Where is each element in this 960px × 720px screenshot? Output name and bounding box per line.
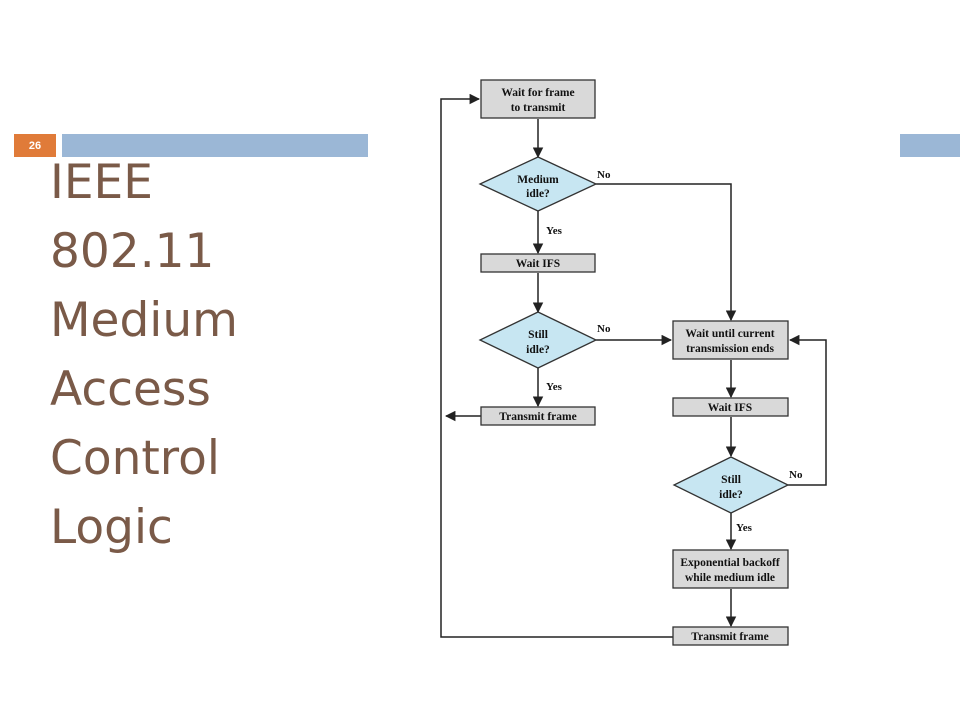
node-label-line: Medium: [517, 174, 559, 186]
decision-still-idle-2: Still idle?: [672, 456, 790, 514]
node-label-line: Exponential backoff: [680, 557, 780, 569]
edge-label-yes: Yes: [736, 522, 753, 534]
edge-label-yes: Yes: [546, 225, 563, 237]
title-line: 802.11: [50, 224, 215, 279]
header-bar-left: [62, 134, 368, 157]
edge-label-no: No: [597, 323, 611, 335]
node-label-line: Transmit frame: [691, 631, 768, 643]
node-label-line: idle?: [526, 344, 550, 356]
node-label-line: transmission ends: [686, 343, 774, 355]
node-wait-ifs-1: Wait IFS: [480, 253, 596, 273]
decision-still-idle-1: Still idle?: [478, 311, 598, 369]
node-label-line: Wait for frame: [501, 87, 574, 99]
edge-label-no: No: [789, 469, 803, 481]
node-label-line: Wait IFS: [708, 402, 752, 414]
node-label-line: Still: [528, 329, 548, 341]
title-line: Logic: [50, 500, 173, 555]
node-label-line: idle?: [526, 188, 550, 200]
title-line: Control: [50, 431, 220, 486]
edge-transmit-2-return: [440, 93, 673, 638]
node-label-line: Still: [721, 474, 741, 486]
node-label-line: idle?: [719, 489, 743, 501]
decision-medium-idle: Medium idle?: [478, 156, 598, 212]
node-label-line: Wait until current: [685, 328, 774, 340]
node-wait-for-frame: Wait for frame to transmit: [480, 79, 596, 119]
title-line: Medium: [50, 293, 238, 348]
flowchart-edges: [440, 93, 827, 638]
node-wait-ifs-2: Wait IFS: [672, 397, 789, 417]
node-label-line: Wait IFS: [516, 258, 560, 270]
edge-medium-idle-no: [596, 183, 737, 322]
title-line: IEEE: [50, 155, 153, 210]
edge-label-yes: Yes: [546, 381, 563, 393]
slide-title: IEEE 802.11 Medium Access Control Logic: [50, 148, 350, 562]
node-wait-until-transmission-ends: Wait until current transmission ends: [672, 320, 789, 360]
node-exponential-backoff: Exponential backoff while medium idle: [672, 549, 789, 589]
slide-number-badge: 26: [14, 134, 56, 157]
node-label-line: to transmit: [511, 102, 566, 114]
edge-still-idle-2-no: [788, 334, 827, 486]
node-transmit-frame-1: Transmit frame: [480, 406, 596, 426]
header-bar-right: [900, 134, 960, 157]
node-label-line: while medium idle: [685, 572, 775, 584]
title-line: Access: [50, 362, 211, 417]
node-transmit-frame-2: Transmit frame: [672, 626, 789, 646]
edge-label-no: No: [597, 169, 611, 181]
node-label-line: Transmit frame: [499, 411, 576, 423]
